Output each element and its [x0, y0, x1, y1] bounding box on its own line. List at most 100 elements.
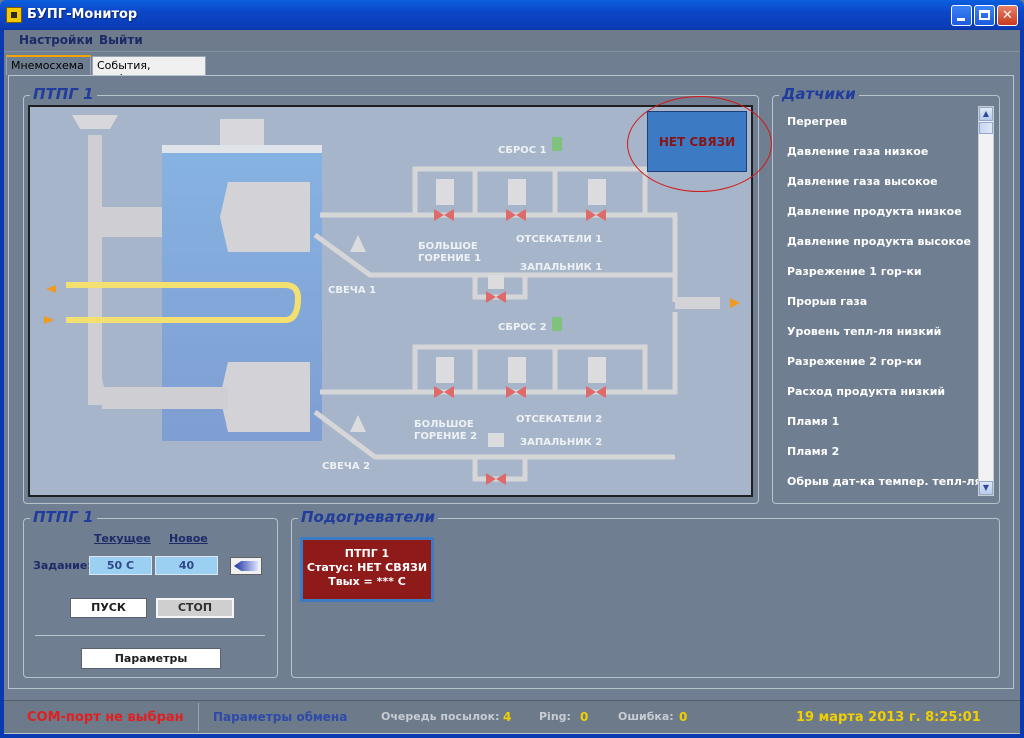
heaters-group-title: Подогреватели — [298, 508, 439, 526]
label-sbros-2: СБРОС 2 — [498, 322, 547, 333]
burner-2 — [220, 362, 310, 432]
sensor-item: Обрыв дат-ка темпер. тепл-ля — [787, 475, 982, 488]
label-igniter-1: ЗАПАЛЬНИК 1 — [520, 262, 602, 273]
chimney-cap — [72, 115, 118, 129]
label-igniter-2: ЗАПАЛЬНИК 2 — [520, 437, 602, 448]
label-cutoff-1: ОТСЕКАТЕЛИ 1 — [516, 234, 602, 245]
menu-settings[interactable]: Настройки — [19, 33, 94, 47]
manifold — [675, 297, 720, 309]
status-bar — [4, 700, 1020, 734]
burner-duct-top — [102, 207, 162, 237]
tab-events-graphs[interactable]: События, графики — [92, 56, 206, 85]
control-group-title: ПТПГ 1 — [30, 508, 97, 526]
valves-bottom — [434, 386, 606, 485]
close-icon: ✕ — [1002, 8, 1013, 23]
highlight-ellipse — [627, 96, 772, 192]
chevron-down-icon: ▼ — [982, 483, 990, 492]
scroll-down-button[interactable]: ▼ — [979, 481, 993, 495]
heater-temperature: Твых = *** С — [328, 575, 406, 588]
menu-bar: Настройки Выйти — [4, 30, 1020, 52]
sensors-group-title: Датчики — [779, 85, 859, 103]
sensor-item: Прорыв газа — [787, 295, 868, 308]
sensor-item: Пламя 2 — [787, 445, 840, 458]
tank-cap — [220, 119, 264, 145]
status-bottom-line — [4, 733, 1020, 734]
chevron-up-icon: ▲ — [982, 109, 990, 118]
sensor-scrollbar[interactable]: ▲ ▼ — [978, 106, 994, 496]
tank-top — [162, 145, 322, 153]
heater-status: Статус: НЕТ СВЯЗИ — [306, 561, 428, 574]
process-diagram-svg: СБРОС 1 СБРОС 2 БОЛЬШОЕ ГОРЕНИЕ 1 БОЛЬШО… — [44, 115, 740, 485]
sensor-item: Давление продукта высокое — [787, 235, 971, 248]
label-candle-1: СВЕЧА 1 — [328, 285, 376, 296]
close-button[interactable]: ✕ — [997, 5, 1018, 26]
label-cutoff-2: ОТСЕКАТЕЛИ 2 — [516, 414, 602, 425]
heating-coil — [66, 282, 302, 323]
start-button[interactable]: ПУСК — [70, 598, 147, 618]
no-connection-indicator: НЕТ СВЯЗИ — [647, 111, 747, 172]
app-icon — [6, 7, 22, 23]
exchange-params-link[interactable]: Параметры обмена — [213, 710, 348, 724]
com-port-status: COM-порт не выбран — [27, 710, 184, 725]
maximize-icon — [979, 10, 990, 20]
vent-valve-1 — [552, 137, 562, 151]
chimney-pipe — [88, 135, 102, 405]
datetime: 19 марта 2013 г. 8:25:01 — [796, 710, 981, 725]
new-value-input[interactable]: 40 — [155, 556, 218, 575]
sensor-item: Давление газа высокое — [787, 175, 938, 188]
actuators — [350, 179, 606, 447]
ping-value: 0 — [580, 710, 589, 724]
label-big-burn-1b: ГОРЕНИЕ 1 — [418, 253, 481, 264]
apply-value-button[interactable] — [230, 557, 262, 575]
current-value: 50 С — [89, 556, 152, 575]
stop-button[interactable]: СТОП — [156, 598, 234, 618]
minimize-icon — [957, 18, 965, 21]
error-value: 0 — [679, 710, 688, 724]
window-title: БУПГ-Монитор — [27, 7, 138, 22]
process-diagram: СБРОС 1 СБРОС 2 БОЛЬШОЕ ГОРЕНИЕ 1 БОЛЬШО… — [28, 105, 753, 497]
menu-exit[interactable]: Выйти — [99, 33, 143, 47]
column-new: Новое — [169, 532, 208, 545]
arrow-left-icon — [234, 561, 258, 571]
arrow-in-icon — [44, 316, 54, 324]
sensor-item: Перегрев — [787, 115, 848, 128]
tab-mnemoscheme[interactable]: Мнемосхема — [6, 55, 91, 75]
sensor-item: Давление газа низкое — [787, 145, 929, 158]
title-bar: БУПГ-Монитор ✕ — [0, 0, 1024, 30]
gas-pipes-bottom — [313, 312, 678, 482]
sensor-item: Разрежение 1 гор-ки — [787, 265, 922, 278]
burner-duct-bottom — [102, 387, 228, 409]
sensor-item: Расход продукта низкий — [787, 385, 946, 398]
valves-top — [434, 209, 606, 303]
sensors-group: Датчики — [772, 85, 1000, 504]
burner-1 — [220, 182, 310, 252]
vent-valve-2 — [552, 317, 562, 331]
ping-label: Ping: — [539, 710, 571, 723]
task-label: Задание: — [33, 559, 92, 572]
label-candle-2: СВЕЧА 2 — [322, 461, 370, 472]
heaters-group: Подогреватели — [291, 508, 1000, 678]
heater-name: ПТПГ 1 — [344, 547, 390, 560]
heater-card[interactable]: ПТПГ 1 Статус: НЕТ СВЯЗИ Твых = *** С — [300, 537, 434, 602]
label-sbros-1: СБРОС 1 — [498, 145, 547, 156]
minimize-button[interactable] — [951, 5, 972, 26]
separator — [35, 635, 265, 636]
diagram-group-title: ПТПГ 1 — [30, 85, 97, 103]
control-group: ПТПГ 1 — [23, 508, 278, 678]
scroll-thumb[interactable] — [979, 122, 993, 134]
error-label: Ошибка: — [618, 710, 674, 723]
parameters-button[interactable]: Параметры — [81, 648, 221, 669]
label-big-burn-2b: ГОРЕНИЕ 2 — [414, 431, 477, 442]
sensor-item: Пламя 1 — [787, 415, 840, 428]
scroll-up-button[interactable]: ▲ — [979, 107, 993, 121]
queue-value: 4 — [503, 710, 512, 724]
queue-label: Очередь посылок: — [381, 710, 500, 723]
label-big-burn-1a: БОЛЬШОЕ — [418, 241, 478, 252]
sensor-item: Разрежение 2 гор-ки — [787, 355, 922, 368]
sensor-list: Перегрев Давление газа низкое Давление г… — [781, 107, 982, 497]
diagram-group: ПТПГ 1 — [23, 85, 759, 504]
maximize-button[interactable] — [974, 5, 995, 26]
label-big-burn-2a: БОЛЬШОЕ — [414, 419, 474, 430]
sensor-item: Давление продукта низкое — [787, 205, 962, 218]
status-separator — [198, 703, 199, 731]
